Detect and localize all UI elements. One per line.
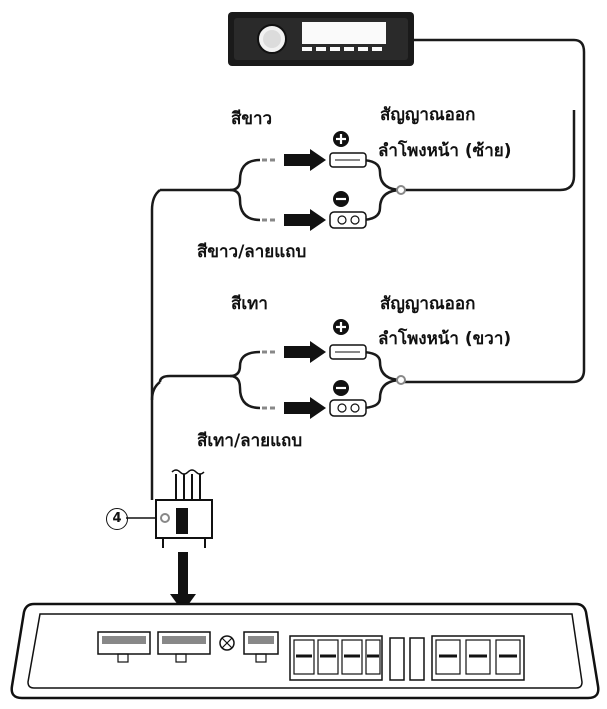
harness-cable — [150, 189, 161, 500]
wire-gray — [262, 341, 367, 363]
minus-circle-icon — [333, 380, 349, 396]
head-unit-cable — [402, 38, 586, 384]
left-output-cable — [402, 110, 576, 192]
wire-gray-striped — [262, 397, 367, 419]
minus-circle-icon — [333, 191, 349, 207]
junction-dot — [396, 375, 406, 385]
label-gray-striped: สีเทา/ลายแถบ — [197, 431, 303, 451]
front-left-group — [160, 158, 403, 222]
label-gray: สีเทา — [231, 294, 268, 314]
label-front-left-line1: สัญญาณออก — [380, 105, 476, 125]
amplifier — [10, 602, 600, 700]
label-front-left-line2: ลำโพงหน้า (ซ้าย) — [378, 141, 512, 161]
head-unit — [228, 12, 414, 66]
label-front-right-line2: ลำโพงหน้า (ขวา) — [378, 329, 512, 349]
junction-dot — [396, 185, 406, 195]
connector-number-badge: 4 — [106, 508, 128, 530]
plus-circle-icon — [333, 131, 349, 147]
wire-white — [262, 149, 367, 171]
label-front-right-line1: สัญญาณออก — [380, 294, 476, 314]
label-white: สีขาว — [231, 109, 273, 129]
plus-circle-icon — [333, 319, 349, 335]
label-white-striped: สีขาว/ลายแถบ — [197, 242, 307, 262]
front-right-group — [158, 350, 403, 410]
harness-connector — [126, 469, 213, 548]
wire-white-striped — [262, 209, 367, 231]
